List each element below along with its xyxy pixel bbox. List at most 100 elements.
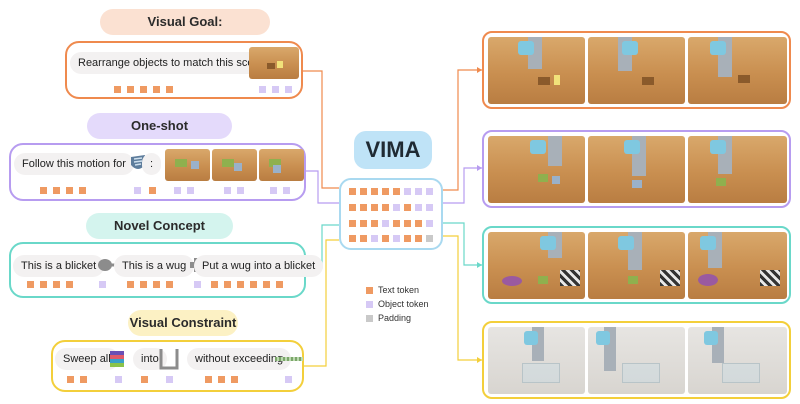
robot-base [530, 140, 546, 154]
checkered-object [760, 270, 780, 286]
token [224, 187, 231, 194]
task-panel-one-shot: Follow this motion for : [9, 143, 306, 201]
frame-object [175, 159, 187, 167]
token [153, 86, 160, 93]
model-title: VIMA [354, 131, 432, 169]
token [426, 220, 433, 227]
legend-padding-swatch [366, 315, 373, 322]
token [211, 281, 218, 288]
token [53, 187, 60, 194]
prompt-text-sweep: Sweep all [55, 348, 119, 370]
legend-object-swatch [366, 301, 373, 308]
checkered-object [560, 270, 580, 286]
token [426, 188, 433, 195]
prompt-text-put-wug: Put a wug into a blicket [194, 255, 324, 277]
token [415, 204, 422, 211]
rollout-frame [488, 232, 585, 299]
token [360, 235, 367, 242]
token [259, 86, 266, 93]
rollout-panel-visual-constraint [482, 321, 791, 399]
token [127, 86, 134, 93]
token [224, 281, 231, 288]
robot-base [524, 331, 538, 345]
token [349, 220, 356, 227]
token [66, 187, 73, 194]
task-title-one-shot: One-shot Demonstration [87, 113, 232, 159]
token [426, 204, 433, 211]
task-title-visual-goal: Visual Goal: Rearrangement [100, 9, 270, 55]
demo-frame-3 [259, 149, 304, 181]
rollout-panel-rearrangement [482, 31, 791, 109]
scene-object [738, 75, 750, 83]
prompt-text-wug: This is a wug [114, 255, 195, 277]
robot-base [710, 140, 726, 154]
token [393, 204, 400, 211]
token [141, 376, 148, 383]
scene-object [716, 178, 726, 186]
token [140, 281, 147, 288]
token [40, 281, 47, 288]
prompt-text-blicket: This is a blicket [13, 255, 105, 277]
token [415, 188, 422, 195]
token [166, 281, 173, 288]
task-title-visual-constraint: Visual Constraint [128, 310, 238, 336]
task-panel-novel-concept: This is a blicket This is a wug Put a wu… [9, 242, 324, 298]
token [415, 235, 422, 242]
token [66, 281, 73, 288]
token [166, 86, 173, 93]
token [134, 187, 141, 194]
prompt-text-into: into [133, 348, 167, 370]
rollout-frame [688, 327, 787, 394]
goal-scene-image [249, 47, 299, 79]
rollout-frame [688, 37, 787, 104]
token [371, 204, 378, 211]
token [360, 220, 367, 227]
frame-object [234, 163, 242, 171]
scene-object [538, 276, 548, 284]
token [371, 235, 378, 242]
scene-object [554, 75, 560, 85]
token [166, 376, 173, 383]
scene-object [632, 180, 642, 188]
rollout-frame [688, 232, 787, 299]
rollout-frame [688, 136, 787, 203]
token [218, 376, 225, 383]
legend-object-token: Object token [378, 299, 429, 309]
token [270, 187, 277, 194]
token [382, 235, 389, 242]
token [360, 204, 367, 211]
pan-object [698, 274, 718, 286]
robot-base [710, 41, 726, 55]
prompt-text-rearrange: Rearrange objects to match this scene: [70, 52, 277, 74]
token [283, 187, 290, 194]
token [393, 188, 400, 195]
token [205, 376, 212, 383]
token [404, 220, 411, 227]
token [349, 204, 356, 211]
token [276, 281, 283, 288]
robot-base [596, 331, 610, 345]
token [272, 86, 279, 93]
rollout-frame [588, 37, 685, 104]
token [415, 220, 422, 227]
token [404, 204, 411, 211]
token [149, 187, 156, 194]
prompt-text-exceeding: without exceeding [187, 348, 292, 370]
glass-container [622, 363, 660, 383]
frame-object [222, 159, 234, 167]
token [382, 204, 389, 211]
rollout-panel-novel-concept [482, 226, 791, 304]
task-panel-visual-goal: Rearrange objects to match this scene: [65, 41, 303, 99]
token [263, 281, 270, 288]
prompt-text-colon: : [142, 153, 162, 175]
scene-object [552, 176, 560, 184]
frame-object [191, 161, 199, 169]
token [360, 188, 367, 195]
rollout-frame [488, 37, 585, 104]
rollout-frame [588, 232, 685, 299]
robot-base [618, 236, 634, 250]
stacked-blocks-icon [110, 351, 124, 367]
task-title-novel-concept: Novel Concept Grounding [86, 213, 233, 259]
token [27, 281, 34, 288]
object-swirl-icon [128, 153, 148, 173]
